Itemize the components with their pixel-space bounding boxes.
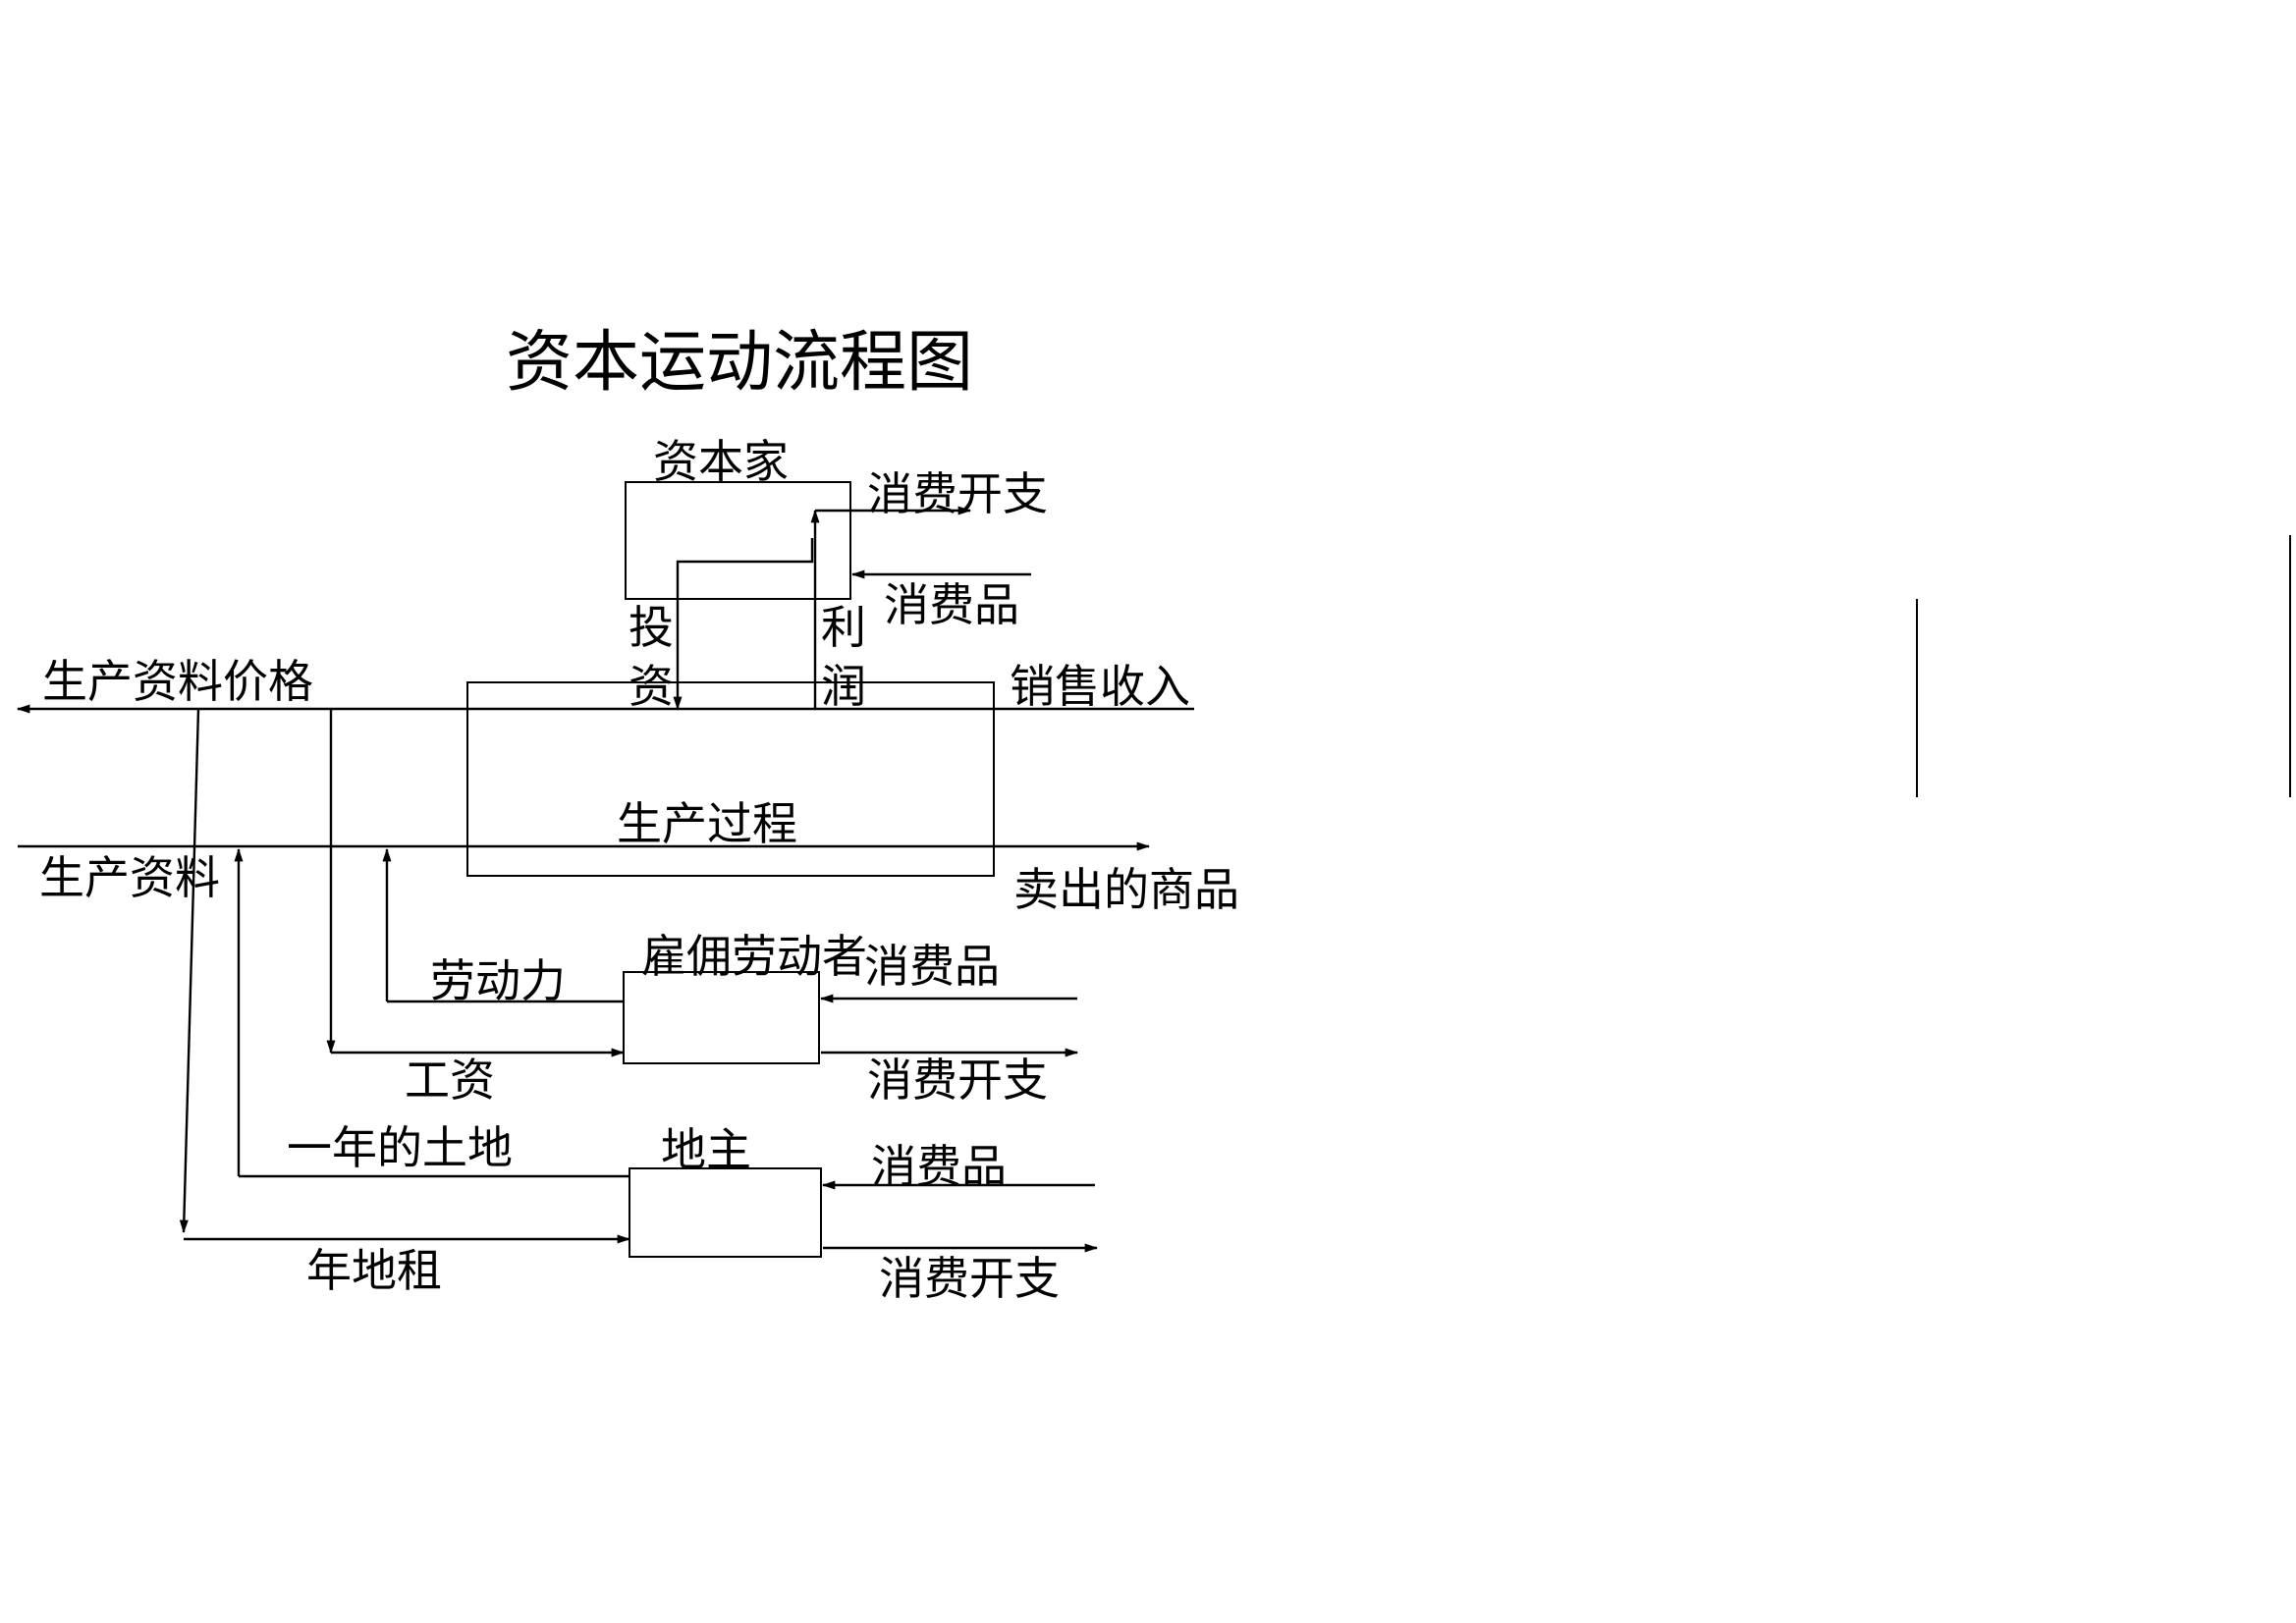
landlord-consumer-goods-label: 消费品: [871, 1140, 1007, 1193]
labor-power-label: 劳动力: [430, 954, 566, 1007]
investment-label-2: 资: [629, 660, 674, 713]
landlord-label: 地主: [661, 1123, 751, 1176]
one-year-land-label: 一年的土地: [287, 1121, 513, 1174]
wages-label: 工资: [405, 1054, 495, 1107]
diagram-title: 资本运动流程图: [506, 324, 973, 402]
workers-consumption-label: 消费开支: [867, 1054, 1048, 1107]
means-of-production-label: 生产资料: [39, 851, 220, 904]
capitalist-label: 资本家: [653, 435, 789, 488]
workers-label: 雇佣劳动者: [641, 930, 867, 983]
profit-label-2: 润: [821, 660, 866, 713]
investment-arrow: [673, 538, 814, 711]
workers-box: [623, 971, 820, 1064]
capitalist-box: [625, 481, 851, 600]
sales-revenue-label: 销售收入: [1010, 660, 1190, 713]
capitalist-consumption-label: 消费开支: [867, 467, 1048, 520]
workers-consumer-goods-label: 消费品: [864, 940, 1000, 993]
production-process-label: 生产过程: [617, 797, 797, 850]
production-process-box: [466, 681, 995, 877]
goods-sold-label: 卖出的商品: [1013, 863, 1239, 916]
profit-label-1: 利: [821, 601, 866, 654]
capitalist-consumer-goods-label: 消费品: [884, 578, 1019, 631]
investment-label-1: 投: [629, 601, 674, 654]
rent-down-arrow: [179, 708, 200, 1234]
landlord-consumption-label: 消费开支: [879, 1252, 1060, 1305]
landlord-box: [629, 1167, 822, 1258]
means-of-production-price-label: 生产资料价格: [42, 655, 313, 708]
annual-rent-label: 年地租: [306, 1244, 442, 1297]
